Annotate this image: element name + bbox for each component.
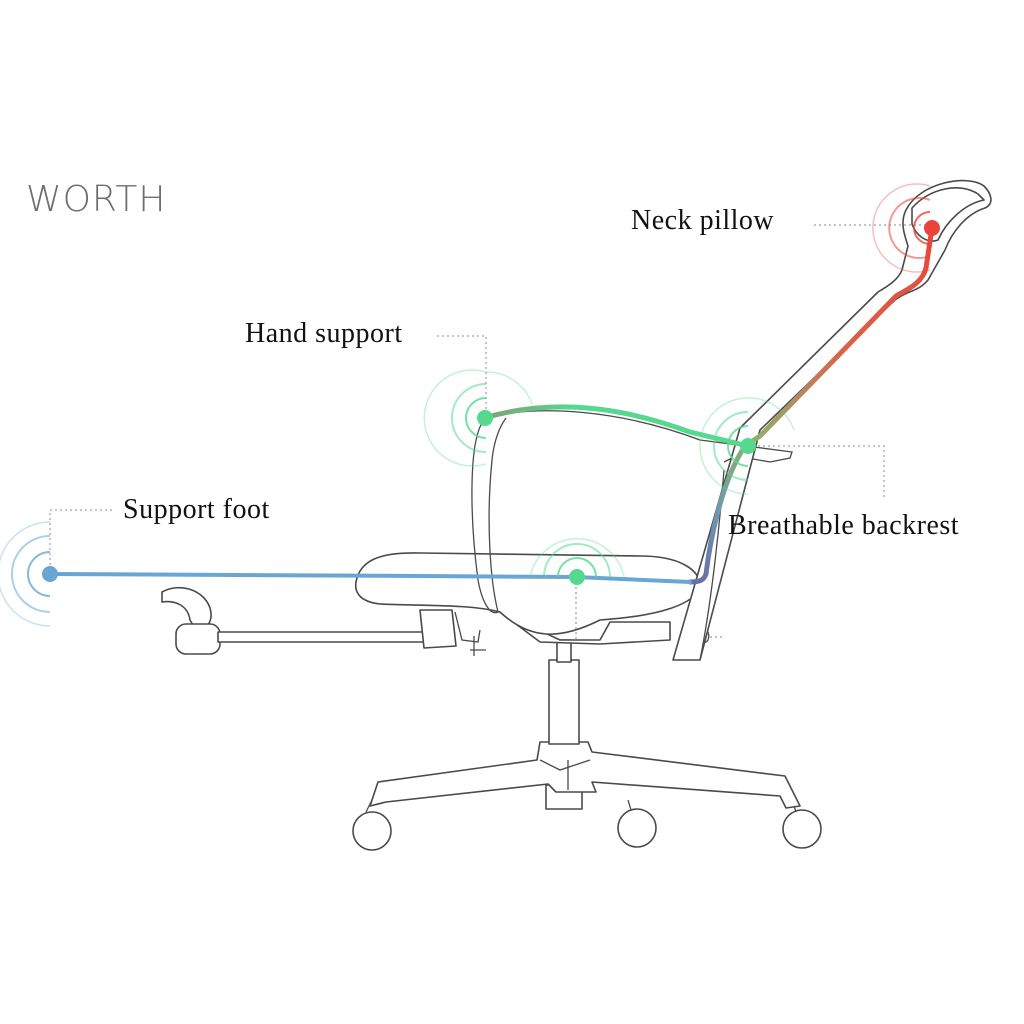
neck-pillow-marker: [872, 183, 940, 273]
seat-cushion: [354, 552, 701, 635]
hand-support-dot: [477, 410, 493, 426]
breathable-backrest-label: Breathable backrest: [728, 510, 960, 541]
support-foot-highlight: [48, 572, 692, 584]
hand-support-marker: [423, 369, 533, 467]
caster-wheel: [352, 811, 392, 851]
neck-pillow-label: Neck pillow: [631, 205, 775, 236]
chair-outline: [161, 179, 992, 851]
support-foot-leader: [49, 509, 112, 570]
armrest-frame: [471, 417, 507, 614]
backrest-highlight: [687, 225, 935, 585]
hand-support-label: Hand support: [245, 318, 403, 349]
gas-cylinder: [548, 659, 580, 745]
brand-logo: WORTH: [26, 179, 167, 220]
leader-lines: [49, 224, 930, 640]
support-foot-label: Support foot: [123, 494, 270, 525]
highlight-paths: [48, 225, 935, 585]
neck-pillow-dot: [924, 220, 940, 236]
hand-support-highlight: [481, 404, 751, 449]
caster-wheel: [782, 809, 822, 849]
seat-marker: [529, 538, 625, 585]
backrest-leader: [748, 445, 885, 500]
backrest-dot: [740, 438, 756, 454]
support-foot-marker: [0, 521, 58, 627]
seat-dot: [569, 569, 585, 585]
chair-base: [369, 741, 801, 809]
hand-support-leader: [437, 335, 487, 418]
support-foot-dot: [42, 566, 58, 582]
backrest-marker: [699, 397, 795, 495]
caster-wheel: [617, 808, 657, 848]
backrest-frame: [672, 179, 992, 661]
